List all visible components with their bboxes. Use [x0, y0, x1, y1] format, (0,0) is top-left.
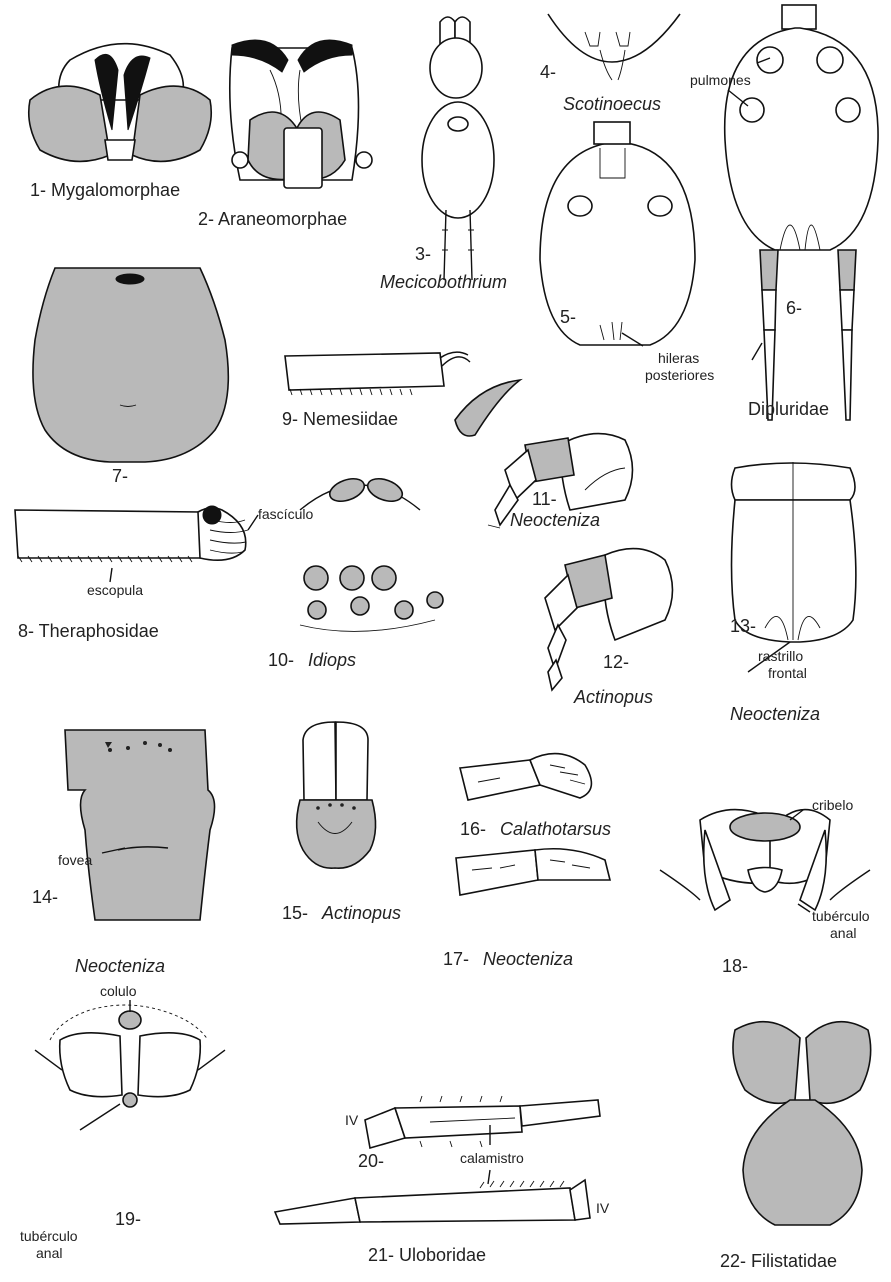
fig13-label: Neocteniza [730, 705, 820, 723]
fig2-label: 2- Araneomorphae [198, 210, 347, 228]
annotation-tuberculo18-2: anal [830, 925, 856, 941]
annotation-escopula: escopula [87, 582, 143, 598]
annotation-leg-iv-20: IV [345, 1112, 358, 1128]
fig19-number: 19- [115, 1210, 141, 1228]
fig18-number: 18- [722, 957, 748, 975]
fig1-drawing [29, 44, 212, 162]
fig17-label: Neocteniza [483, 950, 573, 968]
annotation-tuberculo19-2: anal [36, 1245, 62, 1261]
fig2-drawing [230, 40, 372, 188]
fig16-drawing [460, 754, 591, 800]
fig21-label: 21- Uloboridae [368, 1246, 486, 1264]
fig16-number: 16- [460, 820, 486, 838]
fig15-drawing [297, 722, 376, 868]
fig4-label: Scotinoecus [563, 95, 661, 113]
fig19-drawing [35, 1005, 225, 1107]
fig10-number: 10- [268, 651, 294, 669]
fig8-drawing [15, 506, 248, 562]
fig17-drawing [456, 849, 610, 895]
fig3-number: 3- [415, 245, 431, 263]
annotation-leg-iv-21: IV [596, 1200, 609, 1216]
fig20-number: 20- [358, 1152, 384, 1170]
fig5-number: 5- [560, 308, 576, 326]
annotation-hileras-1: hileras [658, 350, 699, 366]
fig11-number: 11- [532, 490, 557, 508]
annotation-tuberculo18-1: tubérculo [812, 908, 870, 924]
fig13-number: 13- [730, 617, 756, 635]
annotation-hileras-2: posteriores [645, 367, 714, 383]
fig6-number: 6- [786, 299, 802, 317]
fig14-drawing [65, 730, 215, 920]
fig14-number: 14- [32, 888, 58, 906]
fig21-drawing [275, 1180, 590, 1224]
annotation-pulmones: pulmones [690, 72, 751, 88]
fig6-label: Dipluridae [748, 400, 829, 418]
fig17-number: 17- [443, 950, 469, 968]
annotation-rastrillo-2: frontal [768, 665, 807, 681]
fig3-drawing [422, 17, 494, 280]
fig7-number: 7- [112, 467, 128, 485]
fig1-label: 1- Mygalomorphae [30, 181, 180, 199]
fig3-label: Mecicobothrium [380, 273, 507, 291]
fig8-label: 8- Theraphosidae [18, 622, 159, 640]
fig13-drawing [732, 462, 856, 642]
fig18-drawing [660, 810, 870, 910]
fig14-label: Neocteniza [75, 957, 165, 975]
fig12-label: Actinopus [574, 688, 653, 706]
fig6-drawing [725, 5, 878, 420]
fig10-drawing [300, 474, 443, 631]
annotation-rastrillo-1: rastrillo [758, 648, 803, 664]
annotation-tuberculo19-1: tubérculo [20, 1228, 78, 1244]
fig9-label: 9- Nemesiidae [282, 410, 398, 428]
annotation-cribelo: cribelo [812, 797, 853, 813]
fig12-number: 12- [603, 653, 629, 671]
fig15-number: 15- [282, 904, 308, 922]
fig4-drawing [548, 14, 680, 80]
annotation-calamistro: calamistro [460, 1150, 524, 1166]
fig15-label: Actinopus [322, 904, 401, 922]
fig22-label: 22- Filistatidae [720, 1252, 837, 1270]
fig10-label: Idiops [308, 651, 356, 669]
annotation-fovea: fovea [58, 852, 92, 868]
fig11-label: Neocteniza [510, 511, 600, 529]
fig4-number: 4- [540, 63, 556, 81]
fig22-drawing [733, 1022, 871, 1225]
fig16-label: Calathotarsus [500, 820, 611, 838]
annotation-colulo: colulo [100, 983, 137, 999]
fig20-drawing [365, 1096, 600, 1148]
annotation-fasciculo: fascículo [258, 506, 313, 522]
fig7-drawing [33, 268, 228, 462]
